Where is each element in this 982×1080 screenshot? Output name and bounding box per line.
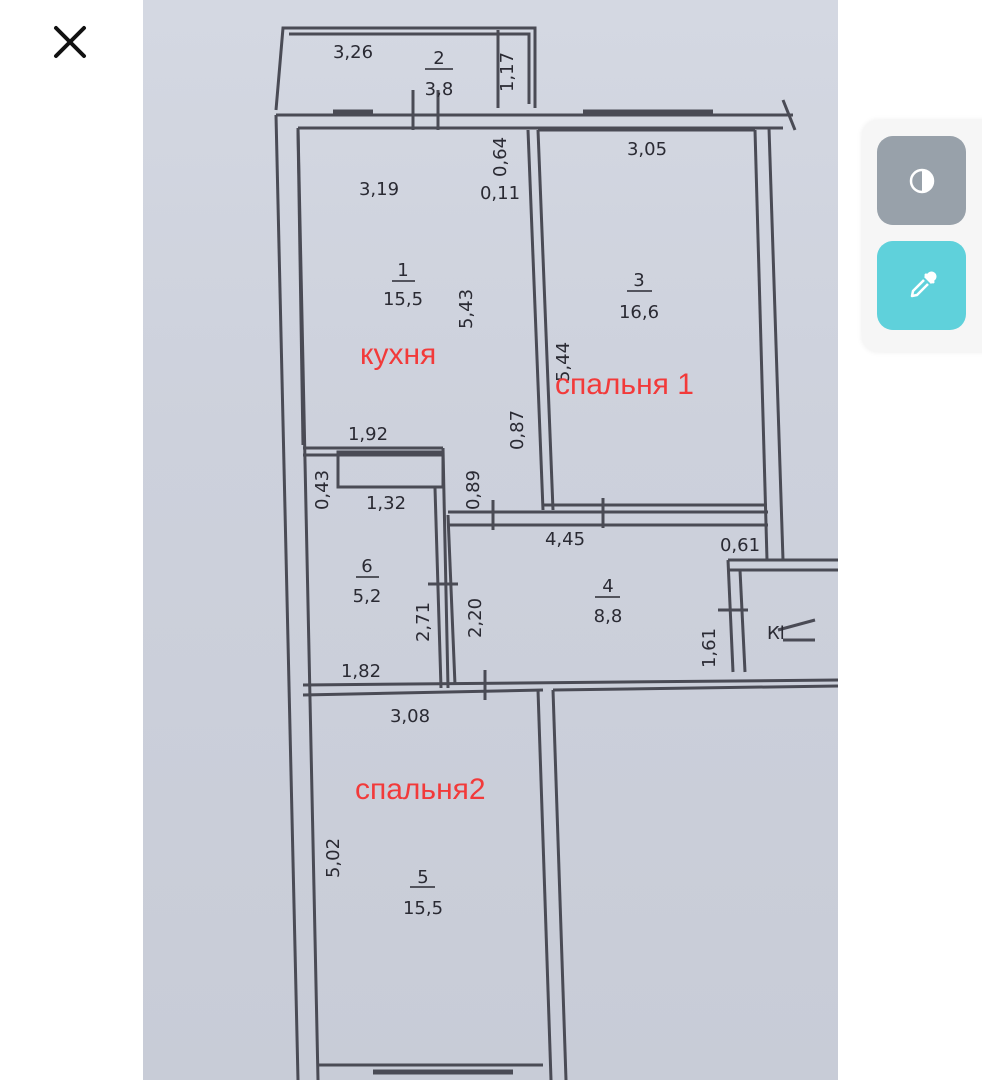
contrast-button[interactable] <box>877 136 966 225</box>
eyedropper-button[interactable] <box>877 241 966 330</box>
room-3-number: 3 <box>633 270 644 291</box>
dim-3-19: 3,19 <box>359 179 399 200</box>
room-4-number: 4 <box>602 576 613 597</box>
floor-plan-image: 2 3,8 1 15,5 3 16,6 6 5,2 4 8,8 5 15,5 3… <box>143 0 838 1080</box>
room-1-area: 15,5 <box>383 289 423 310</box>
label-bedroom-1: спальня 1 <box>555 368 694 401</box>
close-icon <box>54 26 86 58</box>
room-4-area: 8,8 <box>594 606 623 627</box>
dim-kl: Кl <box>767 623 785 644</box>
dim-0-61: 0,61 <box>720 535 760 556</box>
dim-0-87: 0,87 <box>507 410 528 450</box>
room-2-number: 2 <box>433 48 444 69</box>
room-5-number: 5 <box>417 867 428 888</box>
label-bedroom-2: спальня2 <box>355 773 486 806</box>
room-6-number: 6 <box>361 556 372 577</box>
dim-0-11: 0,11 <box>480 183 520 204</box>
dim-2-71: 2,71 <box>413 602 434 642</box>
dim-5-02: 5,02 <box>323 838 344 878</box>
room-5-area: 15,5 <box>403 898 443 919</box>
eyedropper-icon <box>910 271 936 297</box>
close-button[interactable] <box>48 20 92 64</box>
dim-1-61: 1,61 <box>699 628 720 668</box>
dim-0-64: 0,64 <box>490 137 511 177</box>
dim-0-43: 0,43 <box>312 470 333 510</box>
plan-walls <box>274 26 838 1080</box>
dim-0-89: 0,89 <box>463 470 484 510</box>
dim-1-17: 1,17 <box>497 52 518 92</box>
dim-5-43: 5,43 <box>456 289 477 329</box>
dim-1-82: 1,82 <box>341 661 381 682</box>
dim-1-92: 1,92 <box>348 424 388 445</box>
room-2-area: 3,8 <box>425 79 454 100</box>
room-6-area: 5,2 <box>353 586 382 607</box>
dim-3-08: 3,08 <box>390 706 430 727</box>
dim-1-32: 1,32 <box>366 493 406 514</box>
dim-4-45: 4,45 <box>545 529 585 550</box>
dim-5-44: 5,44 <box>553 342 574 382</box>
room-1-number: 1 <box>397 260 408 281</box>
dim-3-05: 3,05 <box>627 139 667 160</box>
label-kitchen: кухня <box>360 338 436 371</box>
room-3-area: 16,6 <box>619 302 659 323</box>
dim-2-20: 2,20 <box>465 598 486 638</box>
fraction-lines <box>356 68 652 888</box>
dim-3-26: 3,26 <box>333 42 373 63</box>
contrast-icon <box>909 168 934 193</box>
